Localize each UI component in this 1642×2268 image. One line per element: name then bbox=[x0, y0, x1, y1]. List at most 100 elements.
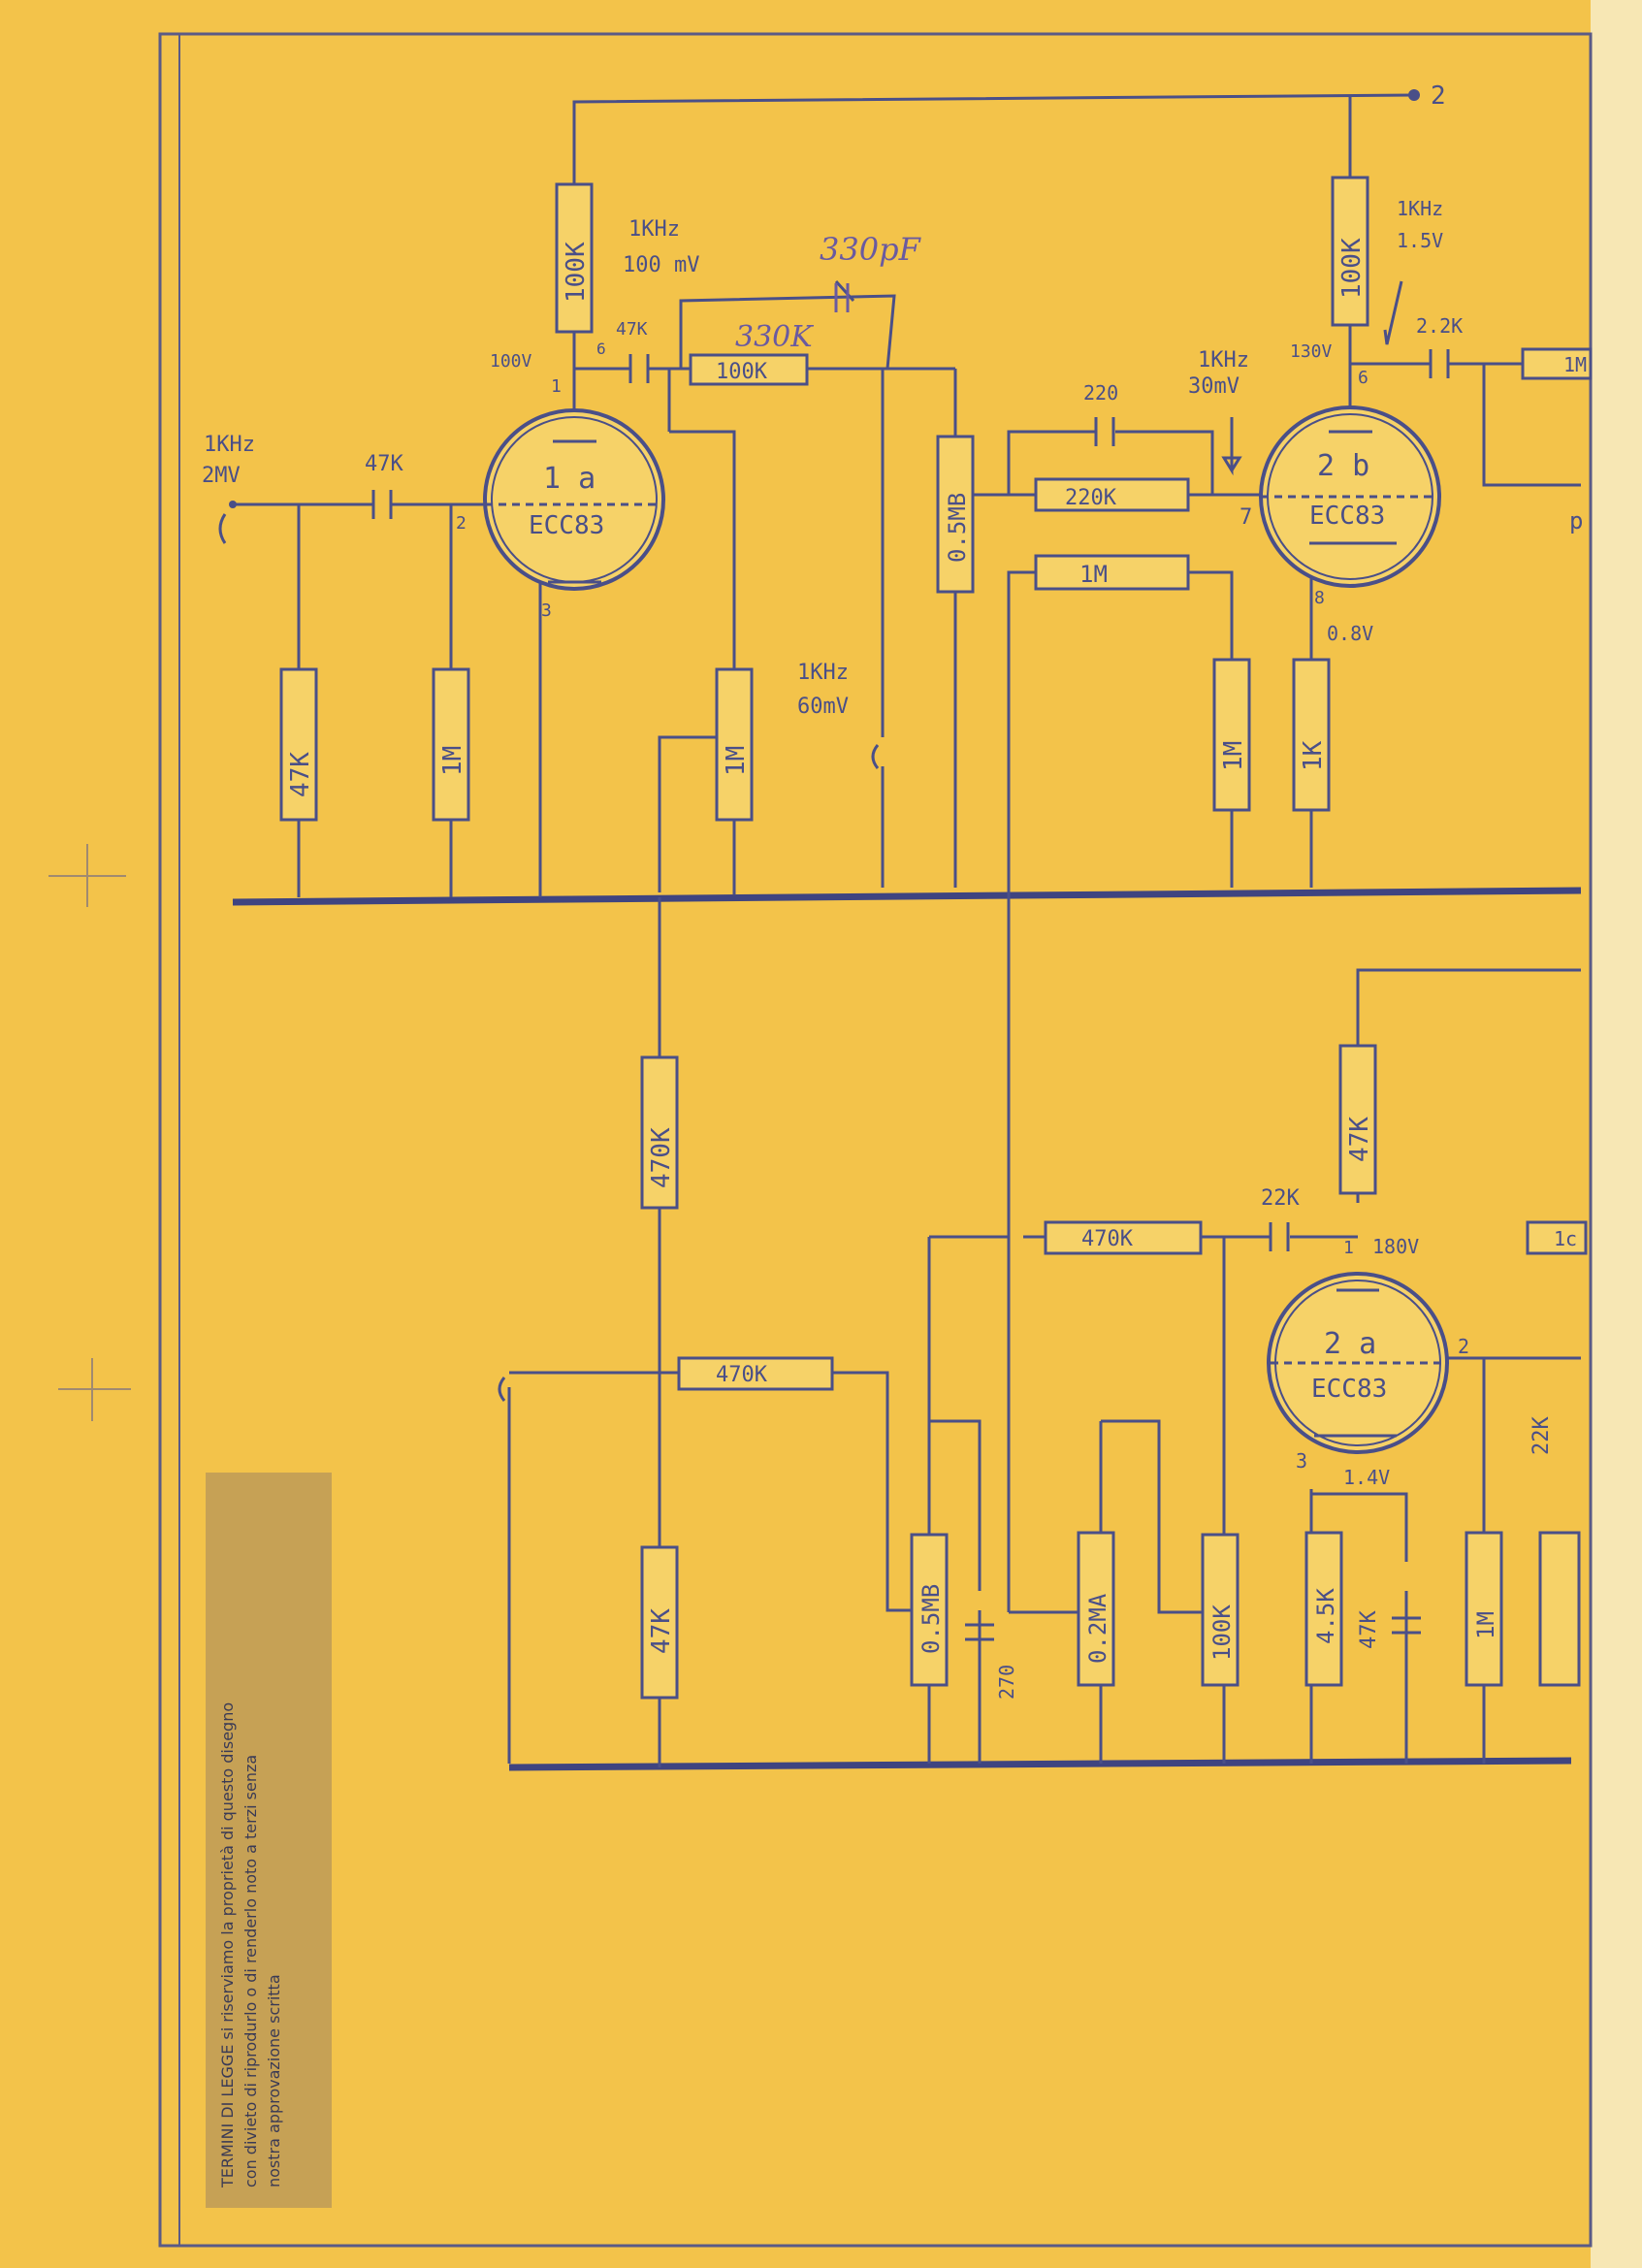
plate-resistor-1a bbox=[555, 182, 594, 334]
cathode-resistor-label: 1K bbox=[1299, 740, 1328, 771]
capacitor-270 bbox=[965, 1623, 994, 1641]
plate-level-1a: 100 mV bbox=[623, 253, 699, 277]
pencil-cap-note: 330pF bbox=[820, 231, 922, 268]
output-cap-label: 2.2K bbox=[1416, 314, 1463, 338]
grid-leak-2b-label: 1M bbox=[1219, 741, 1248, 771]
tap-freq: 1KHz bbox=[797, 661, 849, 685]
cathode-voltage-2b: 0.8V bbox=[1327, 622, 1373, 645]
pin-grid-2b: 7 bbox=[1240, 505, 1252, 530]
plate-voltage-2a: 180V bbox=[1372, 1235, 1419, 1258]
ground-resistor-47k bbox=[640, 1545, 679, 1700]
terminal-2-label: 2 bbox=[1431, 81, 1446, 111]
tube-2a-section: 2 a bbox=[1324, 1327, 1376, 1361]
feed-470k-label: 470K bbox=[716, 1363, 768, 1387]
probe-arrow-icon bbox=[1383, 280, 1403, 345]
coupling-capacitor-1a bbox=[628, 354, 650, 383]
stage2b-plate-freq: 1KHz bbox=[1397, 197, 1443, 220]
legal-note-line: con divieto di riprodurlo o di renderlo … bbox=[241, 1755, 260, 2187]
pin-cathode-1a: 3 bbox=[541, 600, 552, 621]
cathode-resistor-4-5k bbox=[1304, 1531, 1343, 1687]
pin-plate-2a: 1 bbox=[1343, 1238, 1354, 1258]
grid-resistor-2a-label: 1M bbox=[1472, 1611, 1499, 1639]
tap-jack-icon bbox=[871, 744, 880, 769]
tube-1a-type: ECC83 bbox=[529, 511, 604, 540]
stage2b-freq: 1KHz bbox=[1198, 348, 1249, 373]
cathode-cap-2a-label: 47K bbox=[1357, 1610, 1381, 1649]
series-resistor-label: 100K bbox=[716, 360, 768, 384]
grid-resistor-2a bbox=[1465, 1531, 1503, 1687]
grid-resistor-2b-label: 1M bbox=[1079, 561, 1108, 588]
grid-resistor-label: 47K bbox=[286, 752, 315, 797]
cut-label-p: p bbox=[1569, 507, 1583, 535]
cathode-resistor-2a-label: 4.5K bbox=[1312, 1588, 1339, 1644]
plate-freq-1a: 1KHz bbox=[628, 217, 680, 242]
feedback-resistor-470k-2a bbox=[1044, 1220, 1203, 1255]
fb-cap-label: 220 bbox=[1083, 381, 1118, 405]
series-resistor-100k bbox=[689, 353, 809, 386]
plate-resistor-2a-label: 47K bbox=[1345, 1117, 1374, 1162]
output-resistor-cut bbox=[1521, 347, 1593, 380]
pin-grid-2a: 2 bbox=[1458, 1335, 1469, 1358]
plate-resistor-2a bbox=[1338, 1044, 1377, 1195]
coupling-capacitor-2a bbox=[1269, 1222, 1290, 1251]
legal-note-line: TERMINI DI LEGGE si riserviamo la propri… bbox=[218, 1702, 237, 2188]
pin-plate-alt-1a: 6 bbox=[596, 340, 606, 358]
registration-mark bbox=[48, 844, 131, 1421]
input-level: 2MV bbox=[202, 464, 241, 488]
cut-label-1c: 1c bbox=[1554, 1227, 1577, 1250]
cut-resistor-1c bbox=[1526, 1220, 1588, 1255]
resistor-100k-lower bbox=[1201, 1533, 1240, 1687]
volume-pot-0-5mb bbox=[936, 435, 975, 594]
stage2b-plate-voltage: 130V bbox=[1290, 341, 1333, 362]
legal-note-text: TERMINI DI LEGGE si riserviamo la propri… bbox=[218, 1702, 283, 2188]
legal-note-line: nostra approvazione scritta bbox=[265, 1974, 283, 2187]
feedback-resistor-220k bbox=[1034, 477, 1190, 512]
tube-2b-type: ECC83 bbox=[1309, 502, 1385, 531]
pot-0-2ma-label: 0.2MA bbox=[1084, 1593, 1111, 1664]
output-capacitor-2b bbox=[1429, 349, 1450, 378]
feedback-capacitor-220 bbox=[1094, 417, 1115, 446]
grid-resistor-1m-2b bbox=[1034, 554, 1190, 591]
input-node bbox=[229, 501, 237, 508]
grid-leak-label: 1M bbox=[438, 746, 467, 776]
resistor-100k-lower-label: 100K bbox=[1208, 1604, 1236, 1661]
grid-resistor-47k bbox=[279, 667, 318, 822]
pot-0-5mb-lower-label: 0.5MB bbox=[918, 1584, 945, 1654]
legal-note-strip bbox=[206, 1473, 332, 2208]
cathode-voltage-2a: 1.4V bbox=[1343, 1466, 1390, 1489]
pin-cathode-2b: 8 bbox=[1314, 588, 1325, 608]
input-jack-icon bbox=[218, 513, 227, 544]
signal-arrow-icon bbox=[1221, 417, 1242, 476]
coupling-cap-2a-label: 22K bbox=[1261, 1186, 1300, 1211]
pin-grid-1a: 2 bbox=[456, 513, 467, 534]
stage2b-plate-level: 1.5V bbox=[1397, 229, 1443, 252]
series-resistor-470k-vertical bbox=[640, 1055, 679, 1210]
coupling-cap-label: 47K bbox=[616, 319, 648, 340]
pin-cathode-2a: 3 bbox=[1296, 1449, 1307, 1473]
grid-leak-resistor bbox=[432, 667, 470, 822]
pin-plate-2b: 6 bbox=[1358, 368, 1368, 388]
side-resistor-cut bbox=[1538, 1531, 1581, 1687]
pot-0-5mb-lower bbox=[910, 1533, 949, 1687]
plate-resistor-2b-label: 100K bbox=[1337, 238, 1367, 299]
pot-0-2ma bbox=[1077, 1531, 1115, 1687]
plate-resistor-1a-label: 100K bbox=[562, 242, 591, 303]
pencil-cap-symbol bbox=[834, 283, 850, 312]
grid-leak-2b bbox=[1212, 658, 1251, 812]
input-cap-label: 47K bbox=[365, 452, 403, 476]
input-capacitor bbox=[371, 490, 393, 519]
feed-resistor-470k bbox=[677, 1356, 834, 1391]
plate-voltage-1a: 100V bbox=[490, 351, 532, 372]
tube-1a bbox=[483, 408, 665, 591]
feedback-470k-2a-label: 470K bbox=[1081, 1227, 1134, 1251]
pot-1m bbox=[715, 667, 754, 822]
cathode-capacitor-2a bbox=[1392, 1616, 1421, 1635]
fb-resistor-label: 220K bbox=[1065, 486, 1117, 510]
tube-2b-section: 2 b bbox=[1317, 449, 1369, 483]
capacitor-270-label: 270 bbox=[995, 1665, 1018, 1700]
terminal-2-dot bbox=[1408, 89, 1420, 101]
ground-bus-top bbox=[232, 887, 1582, 906]
tube-1a-section: 1 a bbox=[543, 462, 596, 496]
stage2b-level: 30mV bbox=[1188, 374, 1240, 399]
